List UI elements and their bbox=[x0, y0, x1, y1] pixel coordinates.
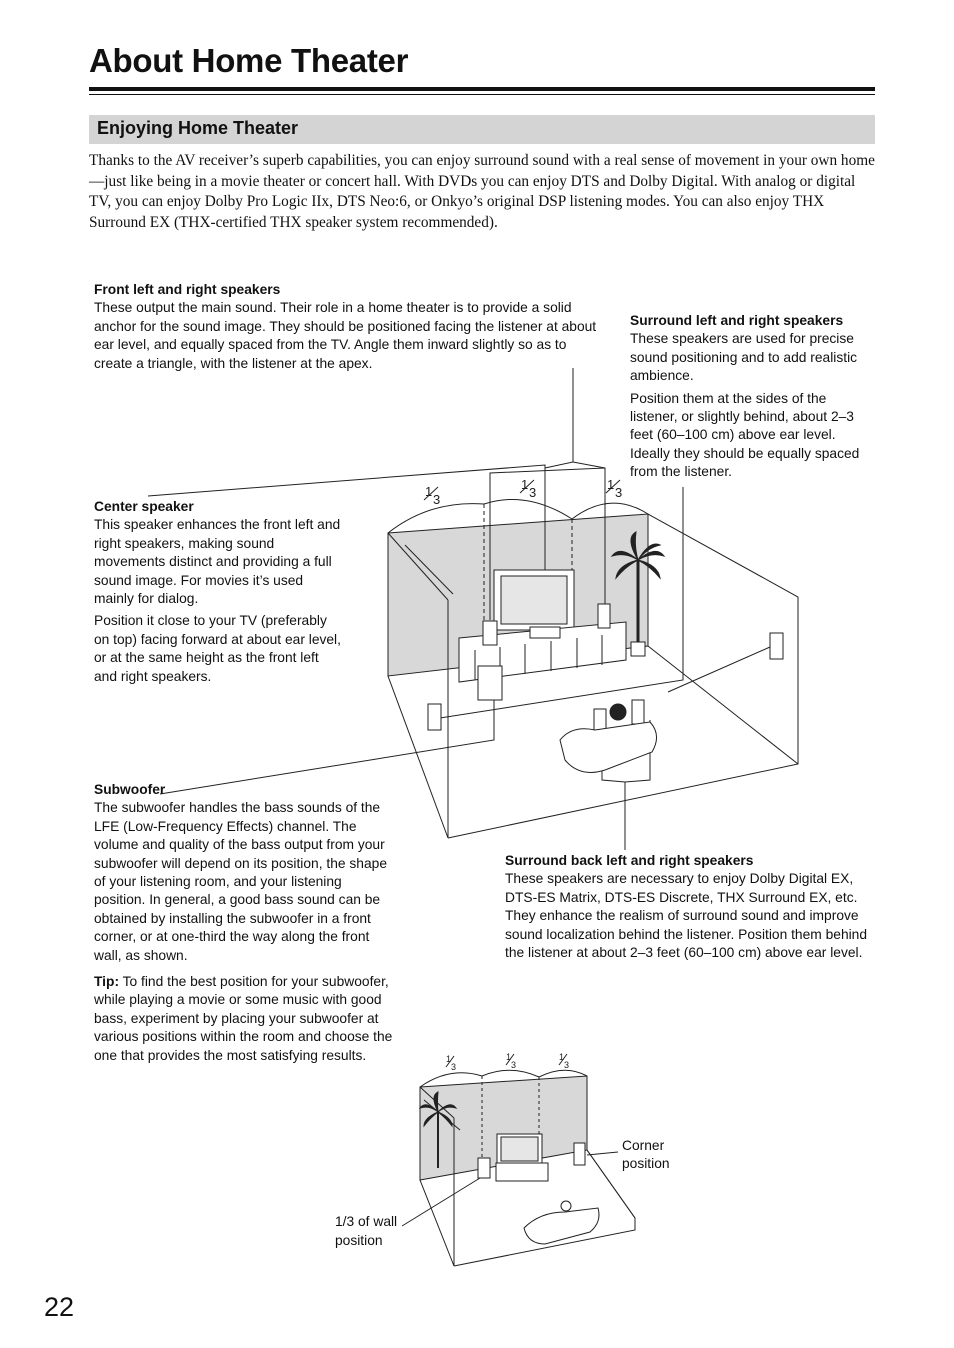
small-fraction-labels: 1 3 1 3 1 3 bbox=[445, 1052, 569, 1072]
tv-icon bbox=[493, 569, 575, 631]
tv-stand-icon bbox=[458, 621, 627, 683]
corner-label-2: position bbox=[622, 1156, 670, 1171]
front-bracket bbox=[489, 467, 606, 620]
fraction-2-den: 3 bbox=[529, 485, 536, 500]
sofa-icon bbox=[559, 721, 657, 773]
third-arc-1 bbox=[387, 503, 485, 534]
subwoofer-icon bbox=[477, 665, 503, 701]
center-speaker-block: Center speaker This speaker enhances the… bbox=[94, 498, 344, 686]
title-rule-thin bbox=[89, 94, 875, 95]
wall-third-callout bbox=[401, 1177, 481, 1227]
surround-back-block: Surround back left and right speakers Th… bbox=[505, 852, 875, 962]
surround-back-heading: Surround back left and right speakers bbox=[505, 853, 754, 868]
surround-back-text: These speakers are necessary to enjoy Do… bbox=[505, 871, 868, 961]
room-left-wall bbox=[387, 533, 449, 839]
subwoofer-text: The subwoofer handles the bass sounds of… bbox=[94, 800, 387, 963]
front-speakers-heading: Front left and right speakers bbox=[94, 282, 281, 297]
small-tv-stand-icon bbox=[495, 1162, 549, 1182]
front-callout bbox=[544, 368, 574, 469]
center-speaker-heading: Center speaker bbox=[94, 499, 194, 514]
fraction-1-num: 1 bbox=[425, 484, 432, 499]
tip-text: To find the best position for your subwo… bbox=[94, 974, 393, 1063]
page-title: About Home Theater bbox=[89, 42, 409, 79]
fraction-3-num: 1 bbox=[607, 477, 614, 492]
back-wall bbox=[387, 513, 649, 677]
surround-speakers-text-1: These speakers are used for precise soun… bbox=[630, 331, 858, 384]
tip-label: Tip: bbox=[94, 974, 120, 989]
surround-speakers-heading: Surround left and right speakers bbox=[630, 313, 844, 328]
svg-text:1: 1 bbox=[446, 1054, 451, 1064]
third-arc-2 bbox=[483, 498, 573, 520]
surround-right-speaker-icon bbox=[769, 632, 784, 660]
center-speaker-text-1: This speaker enhances the front left and… bbox=[94, 517, 341, 607]
room-floor-back-edge bbox=[647, 645, 799, 765]
page-number: 22 bbox=[44, 1292, 75, 1322]
center-speaker-icon bbox=[529, 626, 561, 639]
wall-diagonal bbox=[404, 544, 454, 595]
subwoofer-block: Subwoofer The subwoofer handles the bass… bbox=[94, 781, 394, 965]
small-subwoofer-icon bbox=[477, 1157, 491, 1179]
surround-left-speaker-icon bbox=[427, 703, 442, 731]
front-left-speaker-icon bbox=[482, 620, 498, 646]
small-arc-1 bbox=[419, 1072, 483, 1088]
small-tv-icon bbox=[496, 1133, 543, 1165]
small-arc-3 bbox=[538, 1069, 588, 1078]
listener-icon bbox=[609, 703, 627, 721]
small-arc-2 bbox=[481, 1069, 540, 1078]
wall-label-2: position bbox=[335, 1233, 383, 1248]
front-speakers-text: These output the main sound. Their role … bbox=[94, 300, 597, 371]
front-speakers-block: Front left and right speakers These outp… bbox=[94, 281, 599, 373]
palm-tree-icon bbox=[610, 531, 666, 642]
svg-text:3: 3 bbox=[451, 1062, 456, 1072]
surround-speakers-block: Surround left and right speakers These s… bbox=[630, 312, 870, 482]
surround-back-right-speaker-icon bbox=[631, 699, 645, 725]
wall-label-1: 1/3 of wall bbox=[335, 1214, 397, 1229]
front-right-speaker-icon bbox=[597, 603, 611, 629]
svg-text:3: 3 bbox=[564, 1060, 569, 1070]
fraction-2-num: 1 bbox=[521, 477, 528, 492]
plant-pot-icon bbox=[630, 641, 646, 657]
surround-back-callout bbox=[601, 720, 651, 783]
title-rule-thick bbox=[89, 87, 875, 91]
room-right-wall bbox=[447, 513, 799, 839]
small-palm-tree-icon bbox=[418, 1091, 461, 1168]
section-bar bbox=[89, 115, 875, 144]
svg-text:1: 1 bbox=[506, 1052, 511, 1062]
section-title: Enjoying Home Theater bbox=[97, 118, 299, 138]
small-back-wall bbox=[419, 1075, 588, 1181]
center-speaker-text-2: Position it close to your TV (preferably… bbox=[94, 613, 341, 684]
small-listener-icon bbox=[560, 1200, 572, 1212]
fraction-3-den: 3 bbox=[615, 485, 622, 500]
small-diagram-labels: Corner position 1/3 of wall position bbox=[335, 1138, 670, 1248]
corner-label-1: Corner bbox=[622, 1138, 665, 1153]
small-corner-sub-icon bbox=[573, 1142, 586, 1166]
third-arc-3 bbox=[571, 502, 649, 520]
tip-block: Tip: To find the best position for your … bbox=[94, 973, 394, 1065]
sub-callout bbox=[159, 700, 495, 795]
svg-text:1: 1 bbox=[559, 1052, 564, 1062]
surround-speakers-text-2: Position them at the sides of the listen… bbox=[630, 390, 860, 480]
surround-back-left-speaker-icon bbox=[593, 708, 607, 734]
surround-right-callout bbox=[667, 646, 771, 693]
front-callout-branch bbox=[572, 461, 606, 469]
corner-callout bbox=[586, 1151, 619, 1156]
fraction-labels: 1 3 1 3 1 3 bbox=[423, 477, 622, 507]
small-sofa-icon bbox=[523, 1207, 600, 1245]
fraction-1-den: 3 bbox=[433, 492, 440, 507]
room-left-top-edge bbox=[387, 532, 449, 601]
subwoofer-heading: Subwoofer bbox=[94, 782, 166, 797]
small-room-right bbox=[453, 1076, 636, 1267]
svg-text:3: 3 bbox=[511, 1060, 516, 1070]
surround-callout bbox=[439, 487, 684, 719]
small-room-left bbox=[419, 1087, 455, 1267]
intro-paragraph: Thanks to the AV receiver’s superb capab… bbox=[89, 152, 875, 231]
